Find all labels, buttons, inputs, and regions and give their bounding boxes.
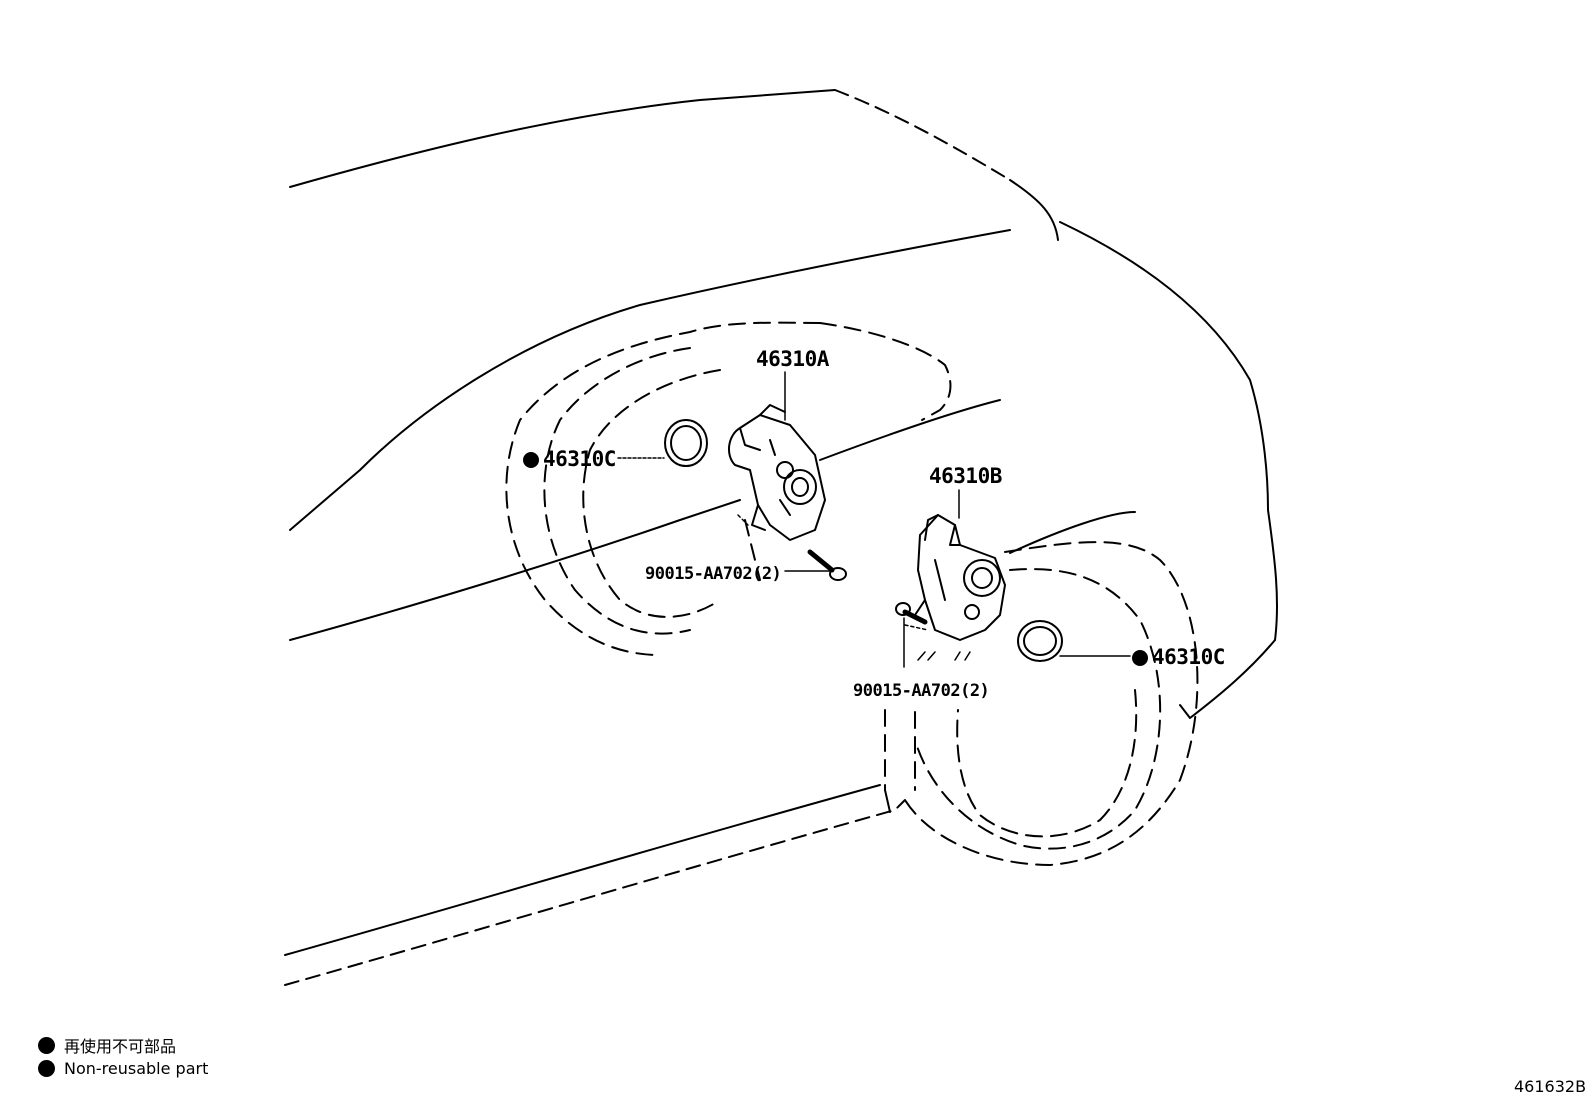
vehicle-body-outline — [284, 89, 1278, 986]
leader-lines — [617, 371, 1131, 668]
seal-ring-right — [1017, 620, 1063, 662]
legend-dot-icon — [38, 1060, 55, 1077]
legend-japanese-text: 再使用不可部品 — [64, 1037, 177, 1056]
legend-english-text: Non-reusable part — [64, 1059, 209, 1078]
legend-japanese: 再使用不可部品 — [38, 1033, 176, 1057]
bolt-left — [807, 549, 847, 581]
callout-46310c-left[interactable]: 46310C — [543, 447, 616, 471]
non-reusable-dot-left — [523, 452, 539, 468]
actuator-46310b — [914, 514, 1006, 641]
seal-ring-left — [664, 419, 708, 467]
non-reusable-dot-right — [1132, 650, 1148, 666]
callout-46310c-right[interactable]: 46310C — [1152, 645, 1225, 669]
callout-bolt-left[interactable]: 90015-AA702(2) — [645, 564, 782, 584]
legend-dot-icon — [38, 1036, 55, 1054]
legend-english: Non-reusable part — [38, 1059, 208, 1078]
callout-46310a[interactable]: 46310A — [756, 347, 829, 371]
bolt-right — [895, 602, 928, 625]
diagram-code: 461632B — [1514, 1077, 1587, 1096]
rear-wheel-arch — [884, 541, 1199, 866]
front-wheel-arch — [505, 321, 952, 656]
actuator-46310a — [728, 404, 826, 541]
callout-46310b[interactable]: 46310B — [929, 464, 1002, 488]
callout-bolt-right[interactable]: 90015-AA702(2) — [853, 681, 990, 701]
